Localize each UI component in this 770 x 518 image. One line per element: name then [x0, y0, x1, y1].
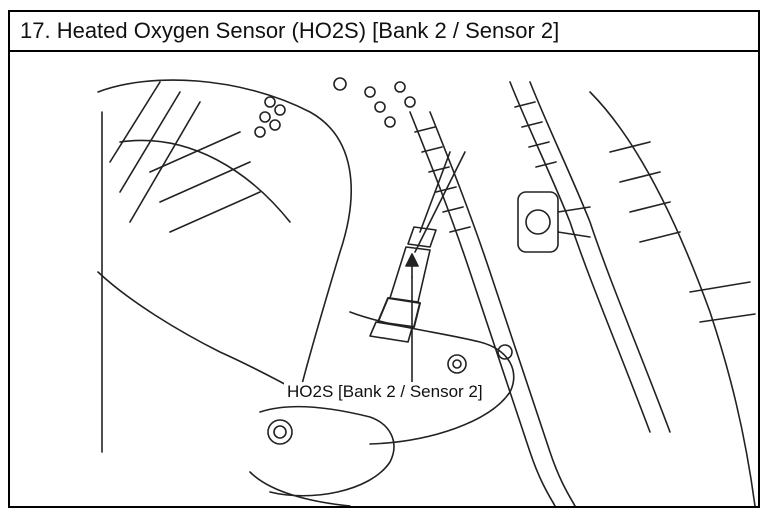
connector: [517, 191, 591, 253]
page-title: 17. Heated Oxygen Sensor (HO2S) [Bank 2 …: [10, 12, 758, 52]
bolt-cluster: [254, 77, 416, 138]
right-structure: [589, 91, 756, 506]
engine-housing: [97, 79, 352, 453]
oxygen-sensor: [369, 151, 466, 343]
callout-arrowhead: [405, 253, 419, 267]
callout-label: HO2S [Bank 2 / Sensor 2]: [284, 382, 486, 402]
exhaust-flange: [249, 311, 515, 506]
line-drawing: [97, 77, 756, 506]
engine-illustration: HO2S [Bank 2 / Sensor 2]: [10, 52, 758, 506]
wire-harness: [409, 81, 671, 506]
page-frame: 17. Heated Oxygen Sensor (HO2S) [Bank 2 …: [8, 10, 760, 508]
